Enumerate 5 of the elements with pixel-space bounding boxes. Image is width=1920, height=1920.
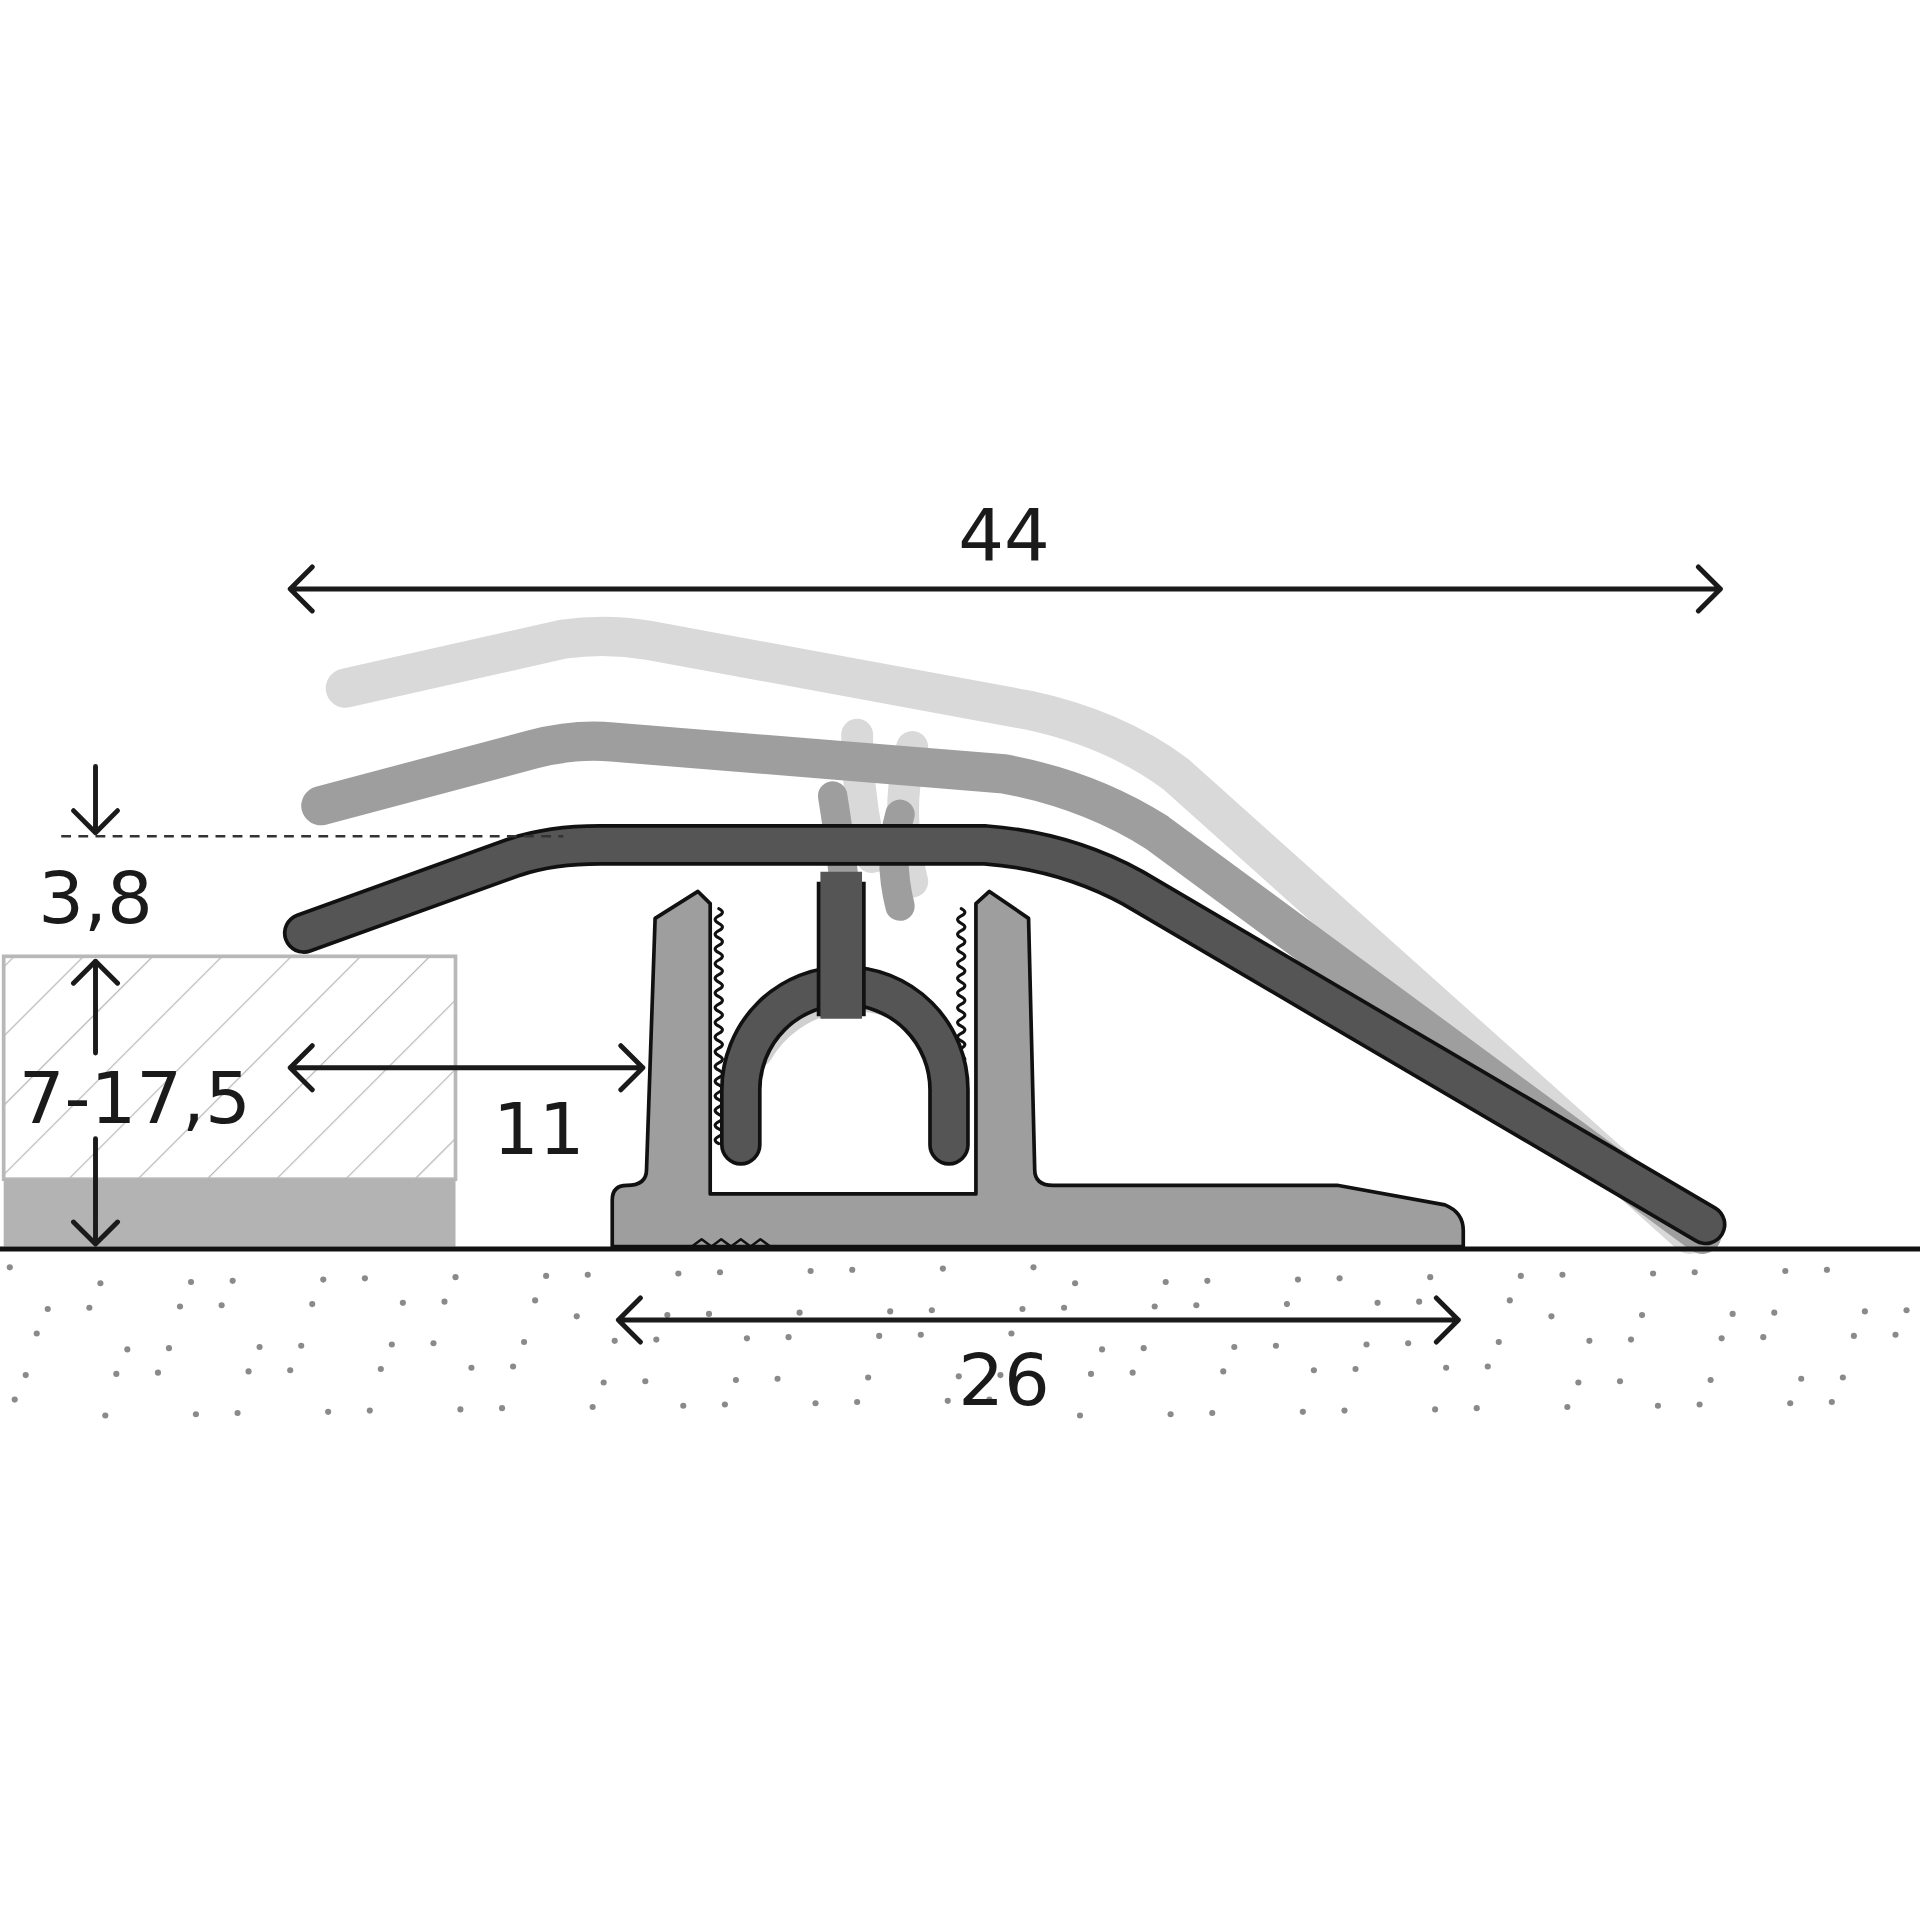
dimension-label: 26	[958, 1344, 1050, 1416]
dimension-label: 44	[958, 499, 1050, 572]
dimension-label: 11	[492, 1092, 585, 1165]
dimension-label: 3,8	[38, 861, 153, 934]
dimension-label: 7-17,5	[18, 1062, 251, 1135]
